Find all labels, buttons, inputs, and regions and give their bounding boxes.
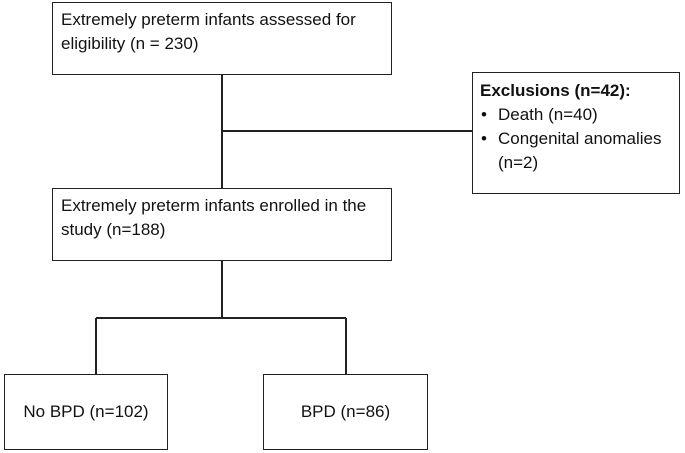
bpd-label: BPD (n=86) — [300, 402, 391, 421]
exclusions-box: Exclusions (n=42): Death (n=40) Congenit… — [472, 72, 680, 194]
enrolled-box: Extremely preterm infants enrolled in th… — [52, 188, 392, 261]
no-bpd-box: No BPD (n=102) — [4, 374, 168, 450]
exclusions-list: Death (n=40) Congenital anomalies (n=2) — [480, 103, 672, 175]
exclusions-title: Exclusions (n=42): — [480, 81, 631, 100]
bpd-box: BPD (n=86) — [263, 374, 428, 450]
exclusion-item: Death (n=40) — [480, 103, 672, 127]
exclusion-item: Congenital anomalies (n=2) — [480, 127, 672, 175]
assessed-box: Extremely preterm infants assessed for e… — [52, 2, 392, 75]
enrolled-text: Extremely preterm infants enrolled in th… — [61, 196, 367, 239]
no-bpd-label: No BPD (n=102) — [23, 402, 149, 421]
assessed-text: Extremely preterm infants assessed for e… — [61, 10, 356, 53]
